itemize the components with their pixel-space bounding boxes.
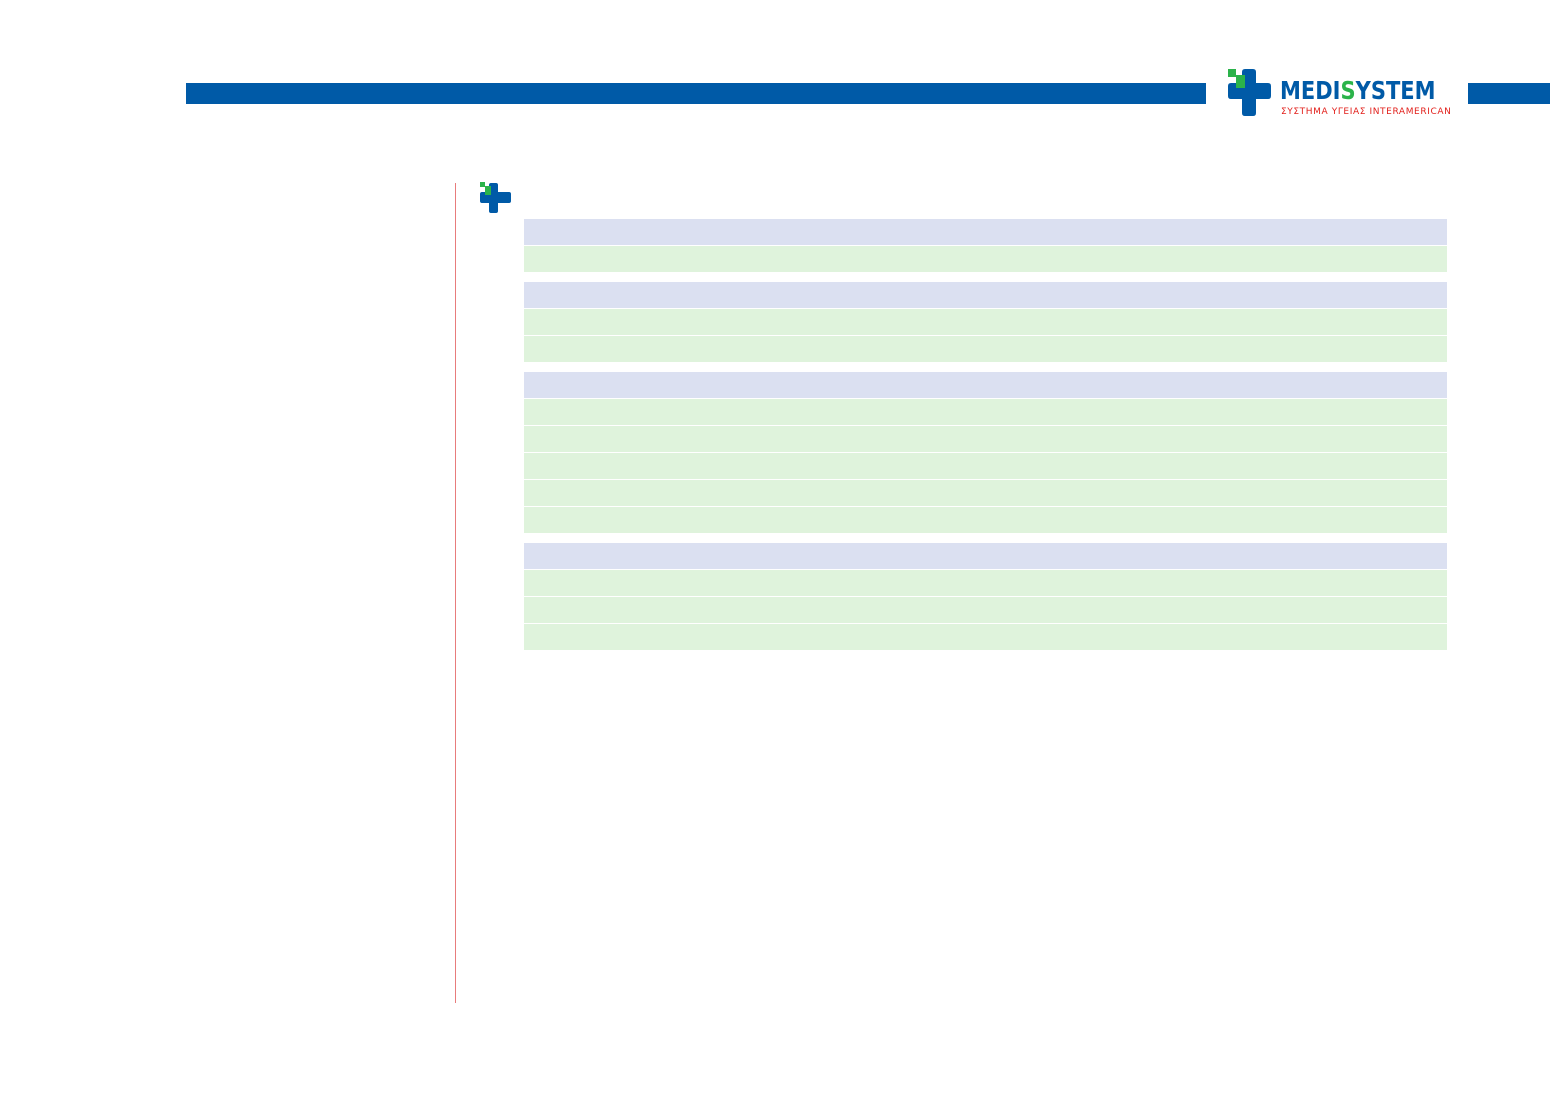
table-row: [524, 624, 1447, 650]
logo-tagline: ΣΥΣΤΗΜΑ ΥΓΕΙΑΣ INTERAMERICAN: [1281, 107, 1452, 117]
header-bar-left: [186, 83, 1206, 104]
vertical-divider: [455, 183, 456, 1003]
table-row: [524, 570, 1447, 596]
table-row: [524, 336, 1447, 362]
table-row: [524, 309, 1447, 335]
logo-wordmark: MEDISYSTEM: [1280, 76, 1436, 105]
table-row: [524, 480, 1447, 506]
table-row: [524, 597, 1447, 623]
info-table: [524, 219, 1447, 651]
medisystem-logo: MEDISYSTEM ΣΥΣΤΗΜΑ ΥΓΕΙΑΣ INTERAMERICAN: [1228, 68, 1458, 120]
table-group-header: [524, 219, 1447, 245]
header-bar-right: [1468, 83, 1550, 104]
table-group-header: [524, 543, 1447, 569]
group-gap: [524, 363, 1447, 372]
table-group-header: [524, 372, 1447, 398]
table-group-header: [524, 282, 1447, 308]
table-row: [524, 426, 1447, 452]
group-gap: [524, 534, 1447, 543]
group-gap: [524, 273, 1447, 282]
medical-cross-icon: [480, 182, 511, 213]
table-row: [524, 399, 1447, 425]
table-row: [524, 507, 1447, 533]
table-row: [524, 453, 1447, 479]
table-row: [524, 246, 1447, 272]
medical-cross-logo-icon: [1228, 69, 1271, 116]
